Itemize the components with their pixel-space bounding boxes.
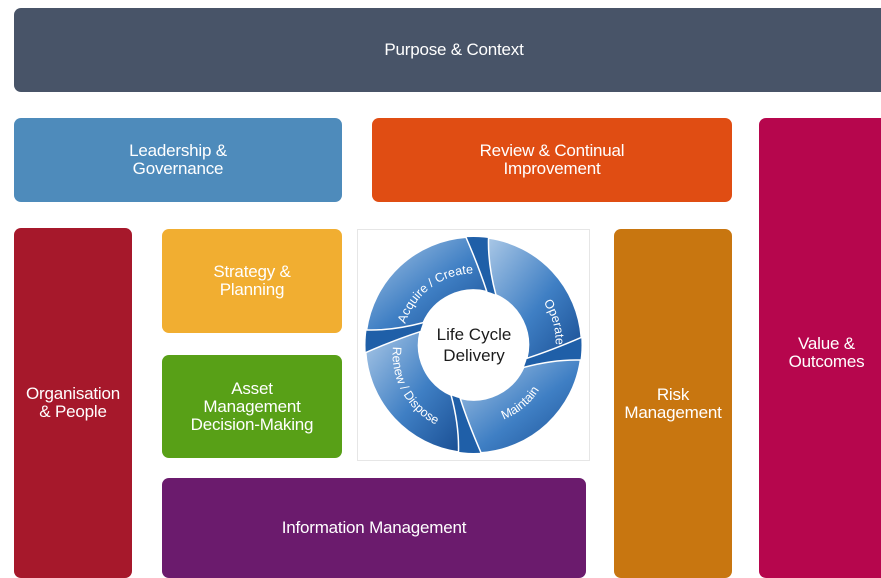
- life-cycle-panel: Acquire / Create Operate Maintain Renew …: [357, 229, 590, 461]
- life-cycle-center-line1: Life Cycle: [437, 325, 512, 344]
- wheel-center: [418, 290, 529, 400]
- segment-renew-dispose: [364, 330, 460, 453]
- life-cycle-wheel: Acquire / Create Operate Maintain Renew …: [364, 236, 583, 454]
- review-improvement-label: Review & Continual Improvement: [479, 141, 625, 178]
- strategy-planning-label: Strategy & Planning: [213, 262, 291, 299]
- segment-operate: [487, 237, 583, 360]
- purpose-context-box: Purpose & Context: [14, 8, 881, 92]
- organisation-people-label: Organisation & People: [26, 384, 120, 421]
- information-management-label: Information Management: [281, 518, 467, 537]
- decision-making-label: Asset Management Decision-Making: [190, 378, 314, 434]
- organisation-people-box: Organisation & People: [14, 228, 132, 578]
- strategy-planning-box: Strategy & Planning: [162, 229, 342, 333]
- review-improvement-box: Review & Continual Improvement: [372, 118, 732, 202]
- decision-making-box: Asset Management Decision-Making: [162, 355, 342, 458]
- value-outcomes-label: Value & Outcomes: [788, 334, 865, 371]
- segment-acquire-create: [365, 236, 488, 331]
- purpose-context-label: Purpose & Context: [384, 40, 524, 59]
- leadership-governance-label: Leadership & Governance: [129, 141, 227, 178]
- value-outcomes-box: Value & Outcomes: [759, 118, 881, 578]
- risk-management-label: Risk Management: [624, 384, 722, 422]
- leadership-governance-box: Leadership & Governance: [14, 118, 342, 202]
- segment-maintain: [459, 359, 582, 454]
- information-management-box: Information Management: [162, 478, 586, 578]
- life-cycle-center-line2: Delivery: [443, 346, 505, 365]
- risk-management-box: Risk Management: [614, 229, 732, 578]
